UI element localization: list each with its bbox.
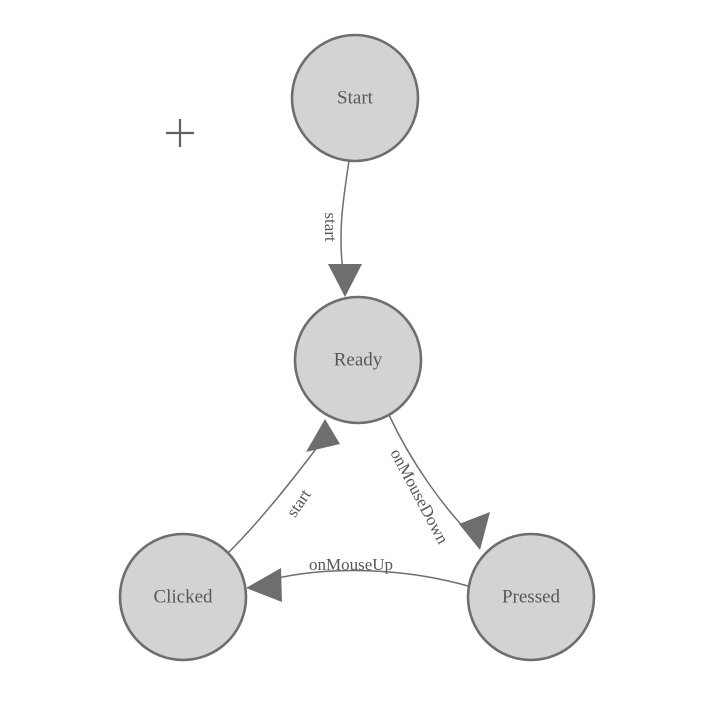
edge-ready-to-pressed-arrowhead: [459, 512, 490, 550]
plus-marker: [166, 119, 194, 147]
node-ready-circle[interactable]: [293, 295, 423, 425]
edge-start-to-ready[interactable]: start: [321, 160, 362, 297]
edge-start-to-ready-arrowhead: [328, 264, 362, 297]
edge-start-to-ready-path[interactable]: [340, 160, 350, 273]
edge-pressed-to-clicked-path[interactable]: [257, 569, 469, 587]
node-pressed[interactable]: Pressed: [466, 532, 596, 662]
edge-pressed-to-clicked[interactable]: onMouseUp: [246, 555, 469, 602]
edge-label-pressed-to-clicked: onMouseUp: [309, 555, 393, 574]
node-ready-label: Ready: [334, 349, 383, 370]
node-pressed-label: Pressed: [502, 586, 561, 607]
edge-clicked-to-ready-path[interactable]: [227, 440, 323, 554]
edge-clicked-to-ready-arrowhead: [306, 419, 340, 452]
node-pressed-circle[interactable]: [466, 532, 596, 662]
edge-pressed-to-clicked-arrowhead: [246, 568, 282, 602]
node-start[interactable]: Start: [290, 33, 420, 163]
edge-label-ready-to-pressed: onMouseDown: [386, 446, 452, 548]
node-clicked-circle[interactable]: [118, 532, 248, 662]
node-start-label: Start: [337, 87, 374, 108]
node-clicked-label: Clicked: [153, 586, 213, 607]
edge-label-start-to-ready: start: [321, 212, 340, 242]
node-clicked[interactable]: Clicked: [118, 532, 248, 662]
node-ready[interactable]: Ready: [293, 295, 423, 425]
edge-label-clicked-to-ready: start: [283, 485, 315, 520]
edge-ready-to-pressed[interactable]: onMouseDown: [386, 414, 490, 550]
node-start-circle[interactable]: [290, 33, 420, 163]
edge-clicked-to-ready[interactable]: start: [227, 419, 340, 554]
